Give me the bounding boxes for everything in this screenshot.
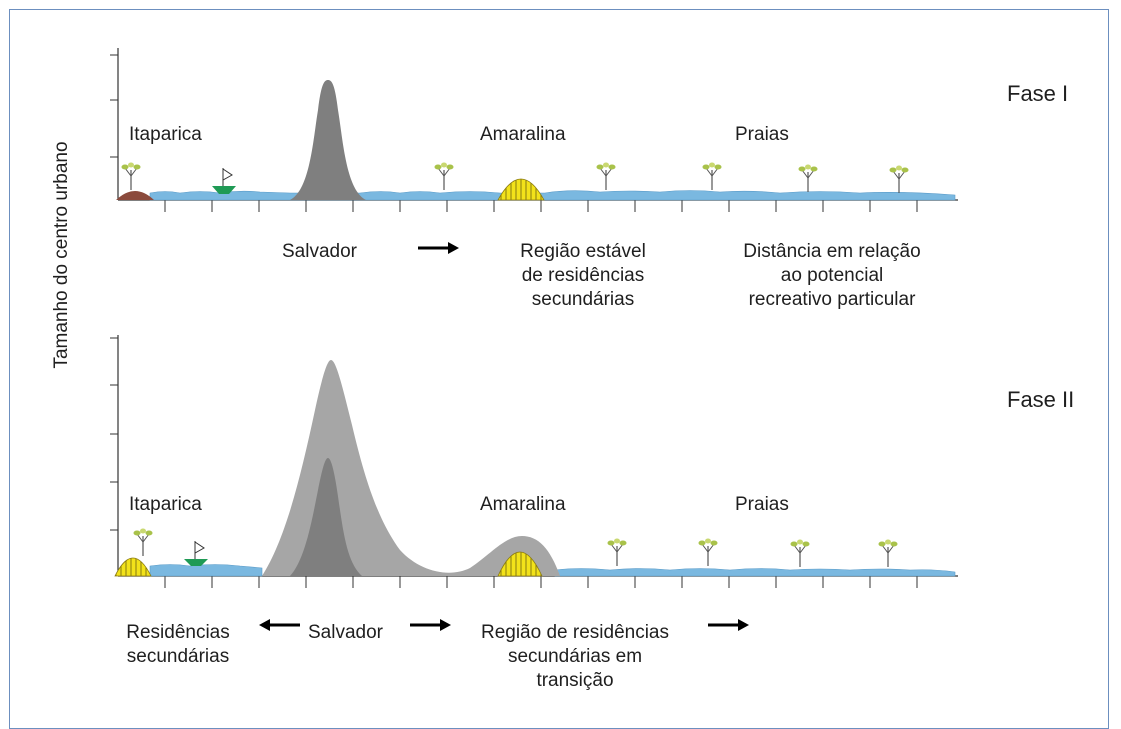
phase2-residencias-label: Residências secundárias [108,621,248,669]
tree-icon [595,161,617,191]
phase2-arrow-right-icon [410,619,451,631]
phase2-praias-label: Praias [735,494,789,515]
phase1-boat-icon [212,168,236,194]
y-axis-title: Tamanho do centro urbano [51,141,72,369]
phase1-praias-label: Praias [735,124,789,145]
text-line: ao potencial [780,265,884,286]
phase2-water [149,564,956,577]
phase2-itaparica-label: Itaparica [129,494,202,515]
tree-icon [697,537,719,567]
phase1-salvador-peak [290,80,366,200]
tree-icon [797,163,819,193]
phase2-regiao-label: Região de residências secundárias em tra… [455,621,695,693]
phase2-salvador-core [290,458,362,576]
text-line: secundárias [531,289,635,310]
text-line: Distância em relação [743,241,921,262]
tree-icon [433,161,455,191]
phase2-amaralina-label: Amaralina [480,494,566,515]
phase1-amaralina-residences [497,178,545,201]
phase1-regiao-label: Região estável de residências secundária… [498,240,668,312]
tree-icon [120,161,142,191]
phase2-boat-icon [184,541,208,566]
phase1-label: Fase I [1007,81,1069,106]
text-line: de residências [521,265,645,286]
phase2-arrow-left-icon [259,619,300,631]
text-line: transição [536,670,614,691]
tree-icon [132,527,154,557]
phase1-salvador-label: Salvador [282,241,357,262]
text-line: Residências [126,622,230,643]
phase1-distancia-label: Distância em relação ao potencial recrea… [712,240,952,312]
phase1-arrow-icon [418,242,459,254]
phase2-arrow-right2-icon [708,619,749,631]
text-line: recreativo particular [748,289,916,310]
phase1-amaralina-label: Amaralina [480,124,566,145]
phase2-y-ticks [110,337,118,531]
phase2-label: Fase II [1007,387,1075,412]
tree-icon [877,538,899,568]
phase1-itaparica-mound [116,191,154,200]
phase2-itaparica-residences [114,557,152,577]
text-line: secundárias [126,646,230,667]
phase1-y-ticks [110,54,118,158]
phase2-salvador-label: Salvador [308,622,383,643]
phase1-water [149,190,956,201]
text-line: Região estável [520,241,646,262]
text-line: Região de residências [480,622,669,643]
phase2-x-ticks [164,576,918,588]
phase2-amaralina-residences [497,551,543,577]
tree-icon [701,161,723,191]
text-line: secundárias em [507,646,643,667]
phase1-x-ticks [164,200,918,212]
tree-icon [888,164,910,194]
phase1-itaparica-label: Itaparica [129,124,202,145]
tree-icon [789,538,811,568]
tree-icon [606,537,628,567]
